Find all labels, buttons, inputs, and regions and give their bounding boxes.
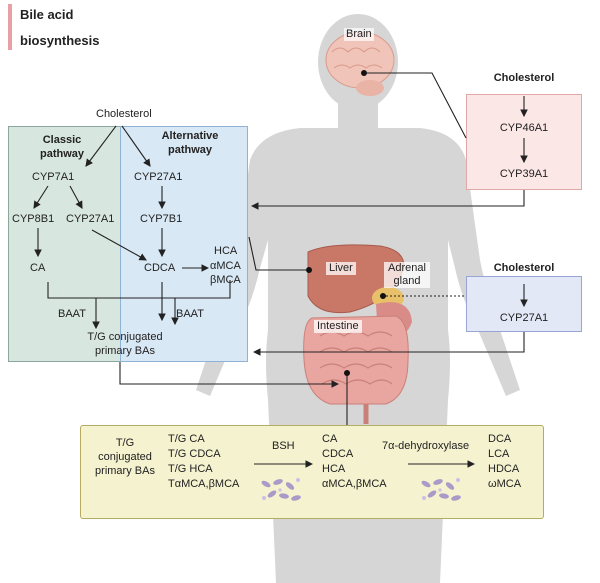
bacteria-icon-1 [261, 478, 301, 501]
classic-ca: CA [30, 262, 46, 274]
classic-cyp7a1: CYP7A1 [32, 171, 75, 183]
gut-group2: T/G CA T/G CDCA T/G HCA TαMCA,βMCA [168, 432, 239, 492]
gut-group1-line3: primary BAs [95, 465, 155, 477]
liver-cholesterol: Cholesterol [96, 108, 152, 120]
title-line2: biosynthesis [20, 33, 100, 48]
alternative-title-line1: Alternative [161, 130, 219, 142]
gut-group4-line1: DCA [488, 433, 512, 445]
brain-cyp39a1: CYP39A1 [499, 168, 549, 180]
gut-group2-line2: T/G CDCA [168, 448, 221, 460]
gut-group3-line1: CA [322, 433, 338, 445]
adrenal-label-text: Adrenal gland [388, 262, 426, 287]
gut-group4-line3: HDCA [488, 463, 520, 475]
brain-label: Brain [344, 28, 374, 41]
adrenal-cyp27a1: CYP27A1 [499, 312, 549, 324]
conjugated-label-line2: primary BAs [95, 345, 155, 357]
brain-cholesterol-heading: Cholesterol [493, 72, 555, 84]
gut-group4-line4: ωMCA [488, 478, 522, 490]
conjugated-label-line1: T/G conjugated [87, 331, 163, 343]
gut-group3-line3: HCA [322, 463, 346, 475]
gut-enzyme-bsh: BSH [272, 440, 295, 452]
alternative-hca: HCA [214, 245, 238, 257]
liver-label: Liver [326, 262, 356, 275]
gut-enzyme-7a-dehydroxylase: 7α-dehydroxylase [382, 440, 470, 452]
alternative-bmca: βMCA [210, 274, 241, 286]
classic-cyp27a1: CYP27A1 [66, 213, 115, 225]
intestine-label: Intestine [314, 320, 362, 333]
gut-group4: DCA LCA HDCA ωMCA [488, 432, 521, 492]
brain-cyp46a1: CYP46A1 [499, 122, 549, 134]
gut-group1-line1: T/G [115, 437, 135, 449]
gut-group3-line4: αMCA,βMCA [322, 478, 387, 490]
adrenal-dot [380, 293, 386, 299]
gut-group1-line2: conjugated [98, 451, 152, 463]
gut-group3-line2: CDCA [322, 448, 354, 460]
alternative-baat: BAAT [176, 308, 204, 320]
alternative-cdca: CDCA [144, 262, 176, 274]
adrenal-cholesterol-heading: Cholesterol [493, 262, 555, 274]
bacteria-icon-2 [421, 478, 461, 501]
alternative-amca: αMCA [210, 260, 241, 272]
classic-pathway-box [8, 126, 122, 362]
gut-group2-line1: T/G CA [168, 433, 205, 445]
alternative-pathway-box [120, 126, 248, 362]
gut-group2-line3: T/G HCA [168, 463, 213, 475]
alternative-cyp7b1: CYP7B1 [140, 213, 183, 225]
classic-cyp8b1: CYP8B1 [12, 213, 55, 225]
gut-group4-line2: LCA [488, 448, 510, 460]
adrenal-label: Adrenal gland [384, 262, 430, 288]
brain-dot [361, 70, 367, 76]
intestine-dot [344, 370, 350, 376]
liver-dot [306, 267, 312, 273]
brain-illustration [325, 31, 395, 96]
alternative-title-line2: pathway [167, 144, 212, 156]
gut-group3: CA CDCA HCA αMCA,βMCA [322, 432, 387, 492]
intestine-illustration [303, 315, 409, 424]
classic-title-line2: pathway [39, 148, 84, 160]
alternative-cyp27a1: CYP27A1 [134, 171, 183, 183]
classic-baat: BAAT [58, 308, 86, 320]
title-line1: Bile acid [20, 7, 74, 22]
classic-title-line1: Classic [42, 134, 82, 146]
gut-metabolism-box [80, 425, 544, 519]
title-accent-bar [8, 4, 12, 50]
gut-group2-line4: TαMCA,βMCA [168, 478, 240, 490]
gut-group1: T/G conjugated primary BAs [88, 436, 162, 478]
